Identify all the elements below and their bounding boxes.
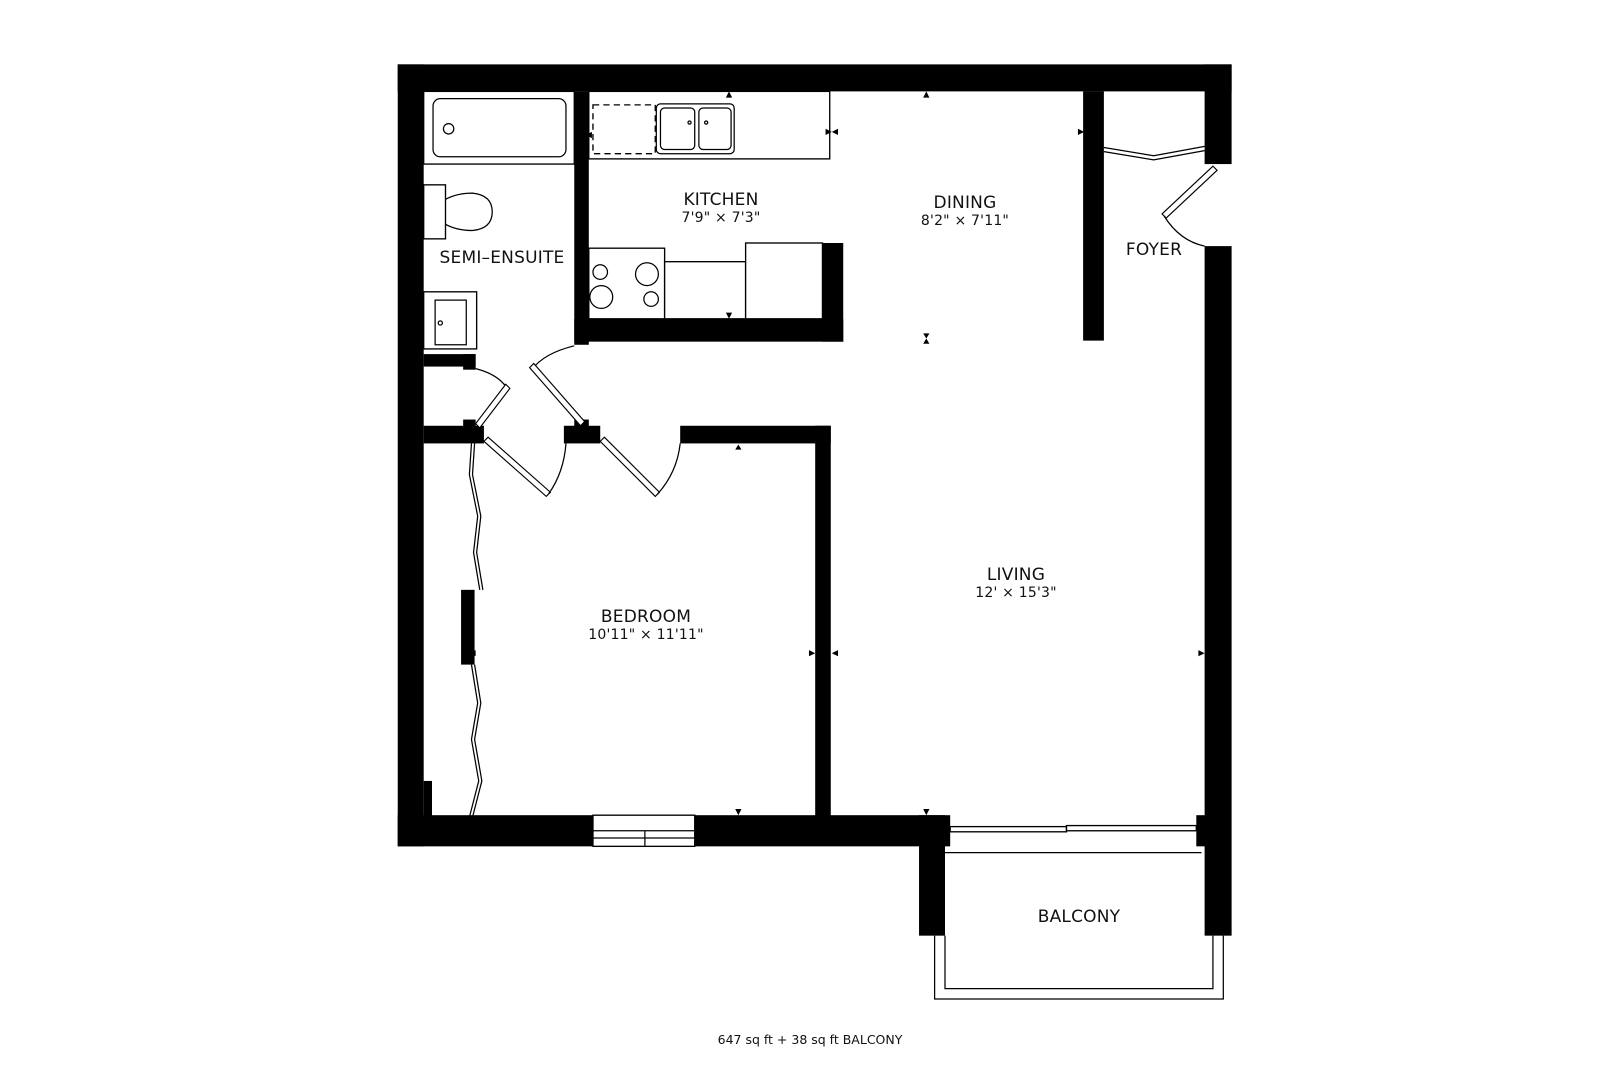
foyer-closet-bifold — [1103, 145, 1205, 161]
room-dimensions: 10'11" × 11'11" — [588, 627, 704, 643]
bathroom-sink — [423, 291, 478, 350]
room-name: BALCONY — [1037, 907, 1121, 927]
room-name: DINING — [933, 193, 997, 213]
room-label-dining: DINING 8'2" × 7'11" — [921, 193, 1009, 230]
closet-door — [483, 436, 567, 498]
room-dimensions: 8'2" × 7'11" — [920, 213, 1010, 229]
room-name: SEMI–ENSUITE — [439, 248, 565, 268]
kitchen-counter-bottom — [663, 261, 747, 320]
interior-walls — [423, 91, 1104, 818]
hall-closet-door — [474, 368, 511, 429]
room-label-semi-ensuite: SEMI–ENSUITE — [440, 248, 565, 268]
kitchen-counter-top — [588, 90, 831, 160]
room-name: KITCHEN — [683, 190, 759, 210]
bathtub — [423, 90, 575, 165]
bedroom-closet-bifold — [468, 443, 484, 818]
entry-door — [1161, 165, 1218, 247]
refrigerator — [744, 242, 824, 320]
room-label-living: LIVING 12' × 15'3" — [975, 565, 1057, 602]
room-dimensions: 12' × 15'3" — [975, 585, 1057, 601]
bedroom-door — [599, 436, 681, 498]
room-label-bedroom: BEDROOM 10'11" × 11'11" — [588, 607, 703, 644]
room-name: FOYER — [1125, 240, 1183, 260]
area-summary: 647 sq ft + 38 sq ft BALCONY — [717, 1032, 903, 1047]
exterior-walls — [397, 64, 1232, 936]
stove — [588, 247, 666, 320]
room-label-balcony: BALCONY — [1038, 907, 1121, 927]
bathroom-door — [528, 345, 586, 427]
room-name: LIVING — [986, 565, 1046, 585]
room-name: BEDROOM — [600, 607, 692, 627]
dimension-markers — [469, 91, 1205, 816]
bedroom-window — [592, 814, 696, 848]
room-label-foyer: FOYER — [1126, 240, 1182, 260]
toilet — [423, 184, 493, 240]
room-label-kitchen: KITCHEN 7'9" × 7'3" — [681, 190, 760, 227]
balcony-sliding-door — [945, 824, 1202, 854]
room-dimensions: 7'9" × 7'3" — [681, 210, 761, 226]
balcony-railing — [933, 935, 1224, 1000]
